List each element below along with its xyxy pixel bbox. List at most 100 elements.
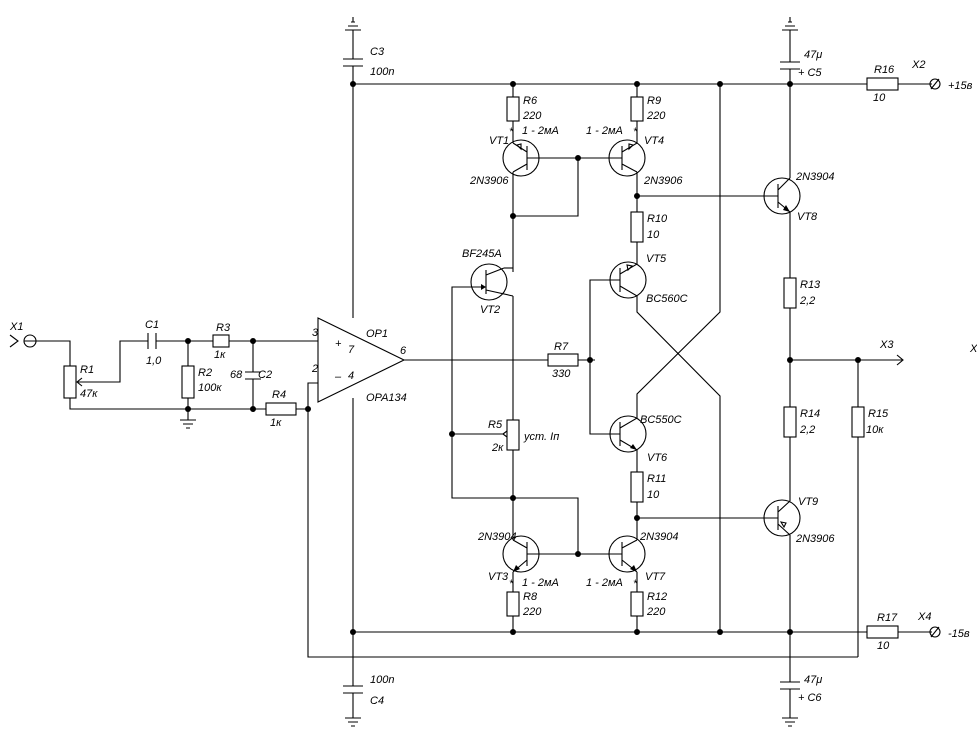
vt6-part: BC550C [640, 414, 682, 426]
x4-connector-icon [929, 626, 941, 638]
vt9-part: 2N3906 [795, 533, 835, 545]
capacitors [147, 58, 800, 694]
vt4-ref: VT4 [644, 135, 664, 147]
vt7-transistor [604, 535, 646, 573]
r16-val: 10 [873, 92, 886, 104]
vt7-ref: VT7 [645, 571, 666, 583]
vt3-transistor [502, 535, 545, 573]
r14-body [783, 406, 797, 438]
x4-label: X4 [917, 611, 931, 623]
svg-text:*: * [633, 126, 638, 138]
c1-ref: C1 [145, 319, 159, 331]
r14-ref: R14 [800, 408, 820, 420]
r8-ref: R8 [523, 591, 538, 603]
c5-ref: + C5 [798, 67, 822, 79]
r10-body [630, 211, 644, 243]
c1-val: 1,0 [146, 355, 162, 367]
vt4-part: 2N3906 [643, 175, 683, 187]
r15-ref: R15 [868, 408, 889, 420]
r2-body [181, 365, 195, 399]
vt9-ref: VT9 [798, 496, 818, 508]
vt1-ref: VT1 [489, 135, 509, 147]
labels: X1 X2 X3 X X4 +15в -15в R1 47к R2 100к R… [9, 46, 977, 707]
c4-val: 100n [370, 674, 394, 686]
x3-label: X3 [879, 339, 894, 351]
r4-ref: R4 [272, 389, 286, 401]
r10-ref: R10 [647, 213, 668, 225]
c6-plates [780, 681, 800, 690]
r11-body [630, 471, 644, 503]
connectors [9, 78, 941, 638]
r1-ref: R1 [80, 364, 94, 376]
r17-ref: R17 [877, 612, 898, 624]
r14-val: 2,2 [799, 424, 815, 436]
r5-wiper [502, 430, 508, 438]
ground-symbols [180, 17, 798, 727]
r6-val: 220 [522, 110, 542, 122]
c5-val: 47μ [804, 49, 822, 61]
r16-ref: R16 [874, 64, 895, 76]
c5-plates [780, 61, 800, 70]
rail-neg-label: -15в [948, 628, 970, 640]
c2-val: 68 [230, 369, 243, 381]
vt3-current: 1 - 2мА [522, 577, 559, 589]
c4-ref: C4 [370, 695, 384, 707]
r9-body [630, 96, 644, 122]
c3-ref: C3 [370, 46, 385, 58]
r17-val: 10 [877, 640, 890, 652]
vt2-ref: VT2 [480, 304, 500, 316]
r15-val: 10к [866, 424, 884, 436]
r8-val: 220 [522, 606, 542, 618]
c4-plates [343, 685, 363, 694]
r13-body [783, 277, 797, 309]
r6-ref: R6 [523, 95, 538, 107]
r9-val: 220 [646, 110, 666, 122]
c6-val: 47μ [804, 674, 822, 686]
vt8-part: 2N3904 [795, 171, 835, 183]
r2-ref: R2 [198, 367, 212, 379]
x3-edge-label: X [969, 343, 977, 355]
r1-body [63, 365, 77, 399]
r10-val: 10 [647, 229, 660, 241]
vt5-transistor [608, 258, 647, 299]
x3-arrow-icon [896, 354, 904, 366]
r12-val: 220 [646, 606, 666, 618]
op1-minus: – [334, 371, 342, 383]
r4-body [265, 402, 297, 416]
vt1-current: 1 - 2мА [522, 125, 559, 137]
vt1-part: 2N3906 [469, 175, 509, 187]
vt4-transistor [604, 139, 646, 177]
r3-val: 1к [214, 349, 226, 361]
vt8-transistor [763, 177, 801, 215]
vt2-jfet [470, 263, 514, 301]
r11-ref: R11 [647, 473, 666, 485]
wires [24, 30, 932, 718]
op1-opamp [317, 317, 406, 403]
r1-wiper [76, 377, 83, 387]
vt1-transistor [502, 139, 545, 177]
vt5-ref: VT5 [646, 253, 667, 265]
r17-body [866, 625, 899, 639]
vt6-ref: VT6 [647, 452, 668, 464]
vt8-ref: VT8 [797, 211, 818, 223]
r5-ref: R5 [488, 419, 503, 431]
r13-ref: R13 [800, 279, 821, 291]
r1-val: 47к [80, 388, 98, 400]
rail-pos-label: +15в [948, 80, 973, 92]
r16-body [866, 77, 899, 91]
op1-pin7: 7 [348, 344, 355, 356]
op1-ref: OP1 [366, 328, 388, 340]
r15-body [851, 406, 865, 438]
junction-dots [185, 81, 861, 635]
r6-body [506, 96, 520, 122]
r2-val: 100к [198, 382, 222, 394]
c2-plates [245, 371, 261, 380]
op1-pin6: 6 [400, 345, 407, 357]
x1-label: X1 [9, 321, 23, 333]
vt3-ref: VT3 [488, 571, 509, 583]
c2-ref: C2 [258, 369, 272, 381]
r5-val: 2к [491, 442, 504, 454]
op1-pin4: 4 [348, 370, 354, 382]
r9-ref: R9 [647, 95, 661, 107]
r5-note: уст. Iп [523, 431, 559, 443]
